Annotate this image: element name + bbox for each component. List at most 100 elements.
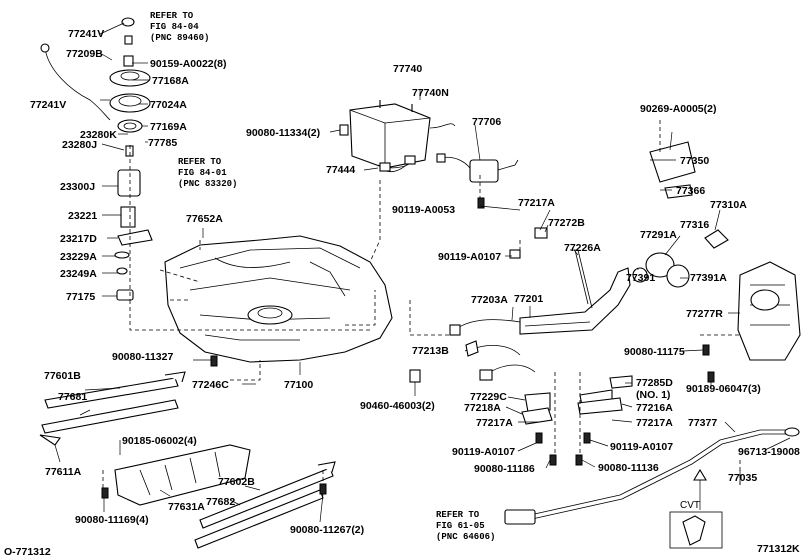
- part-number-labels: 77241V 77209B 90159-A0022(8) 77168A 7724…: [30, 28, 800, 536]
- part-label: 77241V: [68, 28, 104, 40]
- part-label: 77631A: [168, 501, 205, 513]
- part-label: 77217A: [518, 197, 555, 209]
- charcoal-canister-77740: [339, 100, 456, 169]
- refer-note-fig-84-01: REFER TO FIG 84-01 (PNC 83320): [178, 157, 237, 189]
- part-label: 77291A: [640, 229, 677, 241]
- part-label: 90080-11267(2): [290, 524, 364, 536]
- refer-note-3-line1: REFER TO: [436, 510, 480, 520]
- part-label: 96713-19008: [738, 446, 800, 458]
- part-label: 77272B: [548, 217, 585, 229]
- part-label: 90080-11175: [624, 346, 685, 358]
- part-label: 77100: [284, 379, 313, 391]
- brackets: [521, 375, 633, 425]
- part-label: 77226A: [564, 242, 601, 254]
- part-label: 90080-11136: [598, 462, 659, 474]
- part-label: 77229C: [470, 391, 507, 403]
- part-label: 77203A: [471, 294, 508, 306]
- part-label: 77785: [148, 137, 177, 149]
- vapor-hose-77444: [379, 155, 416, 173]
- filler-pipe-77201: [519, 249, 631, 335]
- part-label: 90080-11327: [112, 351, 173, 363]
- drawing-id: 771312K: [757, 543, 800, 555]
- vent-hose-77035: [504, 427, 800, 549]
- part-label: 90119-A0107: [438, 251, 501, 263]
- part-label: 23229A: [60, 251, 97, 263]
- cvt-label: CVT: [680, 500, 700, 511]
- refer-note-fig-61-05: REFER TO FIG 61-05 (PNC 64606): [436, 510, 495, 542]
- part-label: 77168A: [152, 75, 189, 87]
- part-label: 77316: [680, 219, 709, 231]
- refer-note-3-line3: (PNC 64606): [436, 532, 495, 542]
- part-label: 77035: [728, 472, 757, 484]
- part-label: 90189-06047(3): [686, 383, 761, 395]
- part-label: 90159-A0022(8): [150, 58, 226, 70]
- part-label: 77310A: [710, 199, 747, 211]
- part-label: 90119-A0107: [610, 441, 673, 453]
- part-label: 77169A: [150, 121, 187, 133]
- part-label: 23217D: [60, 233, 97, 245]
- part-label: 77740N: [412, 87, 449, 99]
- part-label: 23280J: [62, 139, 97, 151]
- refer-note-1-line3: (PNC 89460): [150, 33, 209, 43]
- part-label: 23300J: [60, 181, 95, 193]
- refer-note-1-line2: FIG 84-04: [150, 22, 199, 32]
- fuel-pump-stack: [40, 17, 153, 301]
- part-label: 77246C: [192, 379, 229, 391]
- fuel-cap-77310A: [632, 229, 729, 288]
- part-label: 23221: [68, 210, 97, 222]
- part-label: 77611A: [45, 466, 82, 478]
- part-label: 90119-A0107: [452, 446, 515, 458]
- part-label: 90080-11334(2): [246, 127, 320, 139]
- part-label: 77444: [326, 164, 355, 176]
- part-label: 77277R: [686, 308, 723, 320]
- part-label: 77377: [688, 417, 717, 429]
- part-label: 77217A: [636, 417, 673, 429]
- part-label: 77218A: [464, 402, 501, 414]
- part-label: 77652A: [186, 213, 223, 225]
- refer-note-1-line1: REFER TO: [150, 11, 194, 21]
- part-label: 90119-A0053: [392, 204, 455, 216]
- part-label: 90460-46003(2): [360, 400, 435, 412]
- part-label: 90185-06002(4): [122, 435, 197, 447]
- part-label: 77350: [680, 155, 709, 167]
- part-label: 77213B: [412, 345, 449, 357]
- part-label: 77706: [472, 116, 501, 128]
- part-label: 77391: [626, 272, 655, 284]
- tank-bands: [39, 371, 336, 549]
- fuel-door-77350: [649, 141, 696, 199]
- part-label: 77391A: [690, 272, 727, 284]
- connector-lines: [102, 120, 741, 488]
- part-label: 77681: [58, 391, 87, 403]
- refer-note-2-line3: (PNC 83320): [178, 179, 237, 189]
- part-label: 77217A: [476, 417, 513, 429]
- part-label: 77740: [393, 63, 422, 75]
- part-label: 23249A: [60, 268, 97, 280]
- leader-lines: [54, 22, 791, 523]
- valve-assembly-77706: [436, 153, 519, 183]
- part-label: (NO. 1): [636, 389, 670, 401]
- part-label: 77602B: [218, 476, 255, 488]
- filler-housing-77277R: [737, 261, 801, 361]
- part-label: 77285D: [636, 377, 673, 389]
- part-label: 77366: [676, 185, 705, 197]
- tank-protector-77631A: [114, 444, 251, 506]
- fuel-tank-77100: [164, 235, 393, 363]
- part-label: 77601B: [44, 370, 81, 382]
- refer-note-2-line2: FIG 84-01: [178, 168, 227, 178]
- part-label: 77024A: [150, 99, 187, 111]
- part-label: 77175: [66, 291, 95, 303]
- refer-note-fig-84-04: REFER TO FIG 84-04 (PNC 89460): [150, 11, 209, 43]
- part-label: 77209B: [66, 48, 103, 60]
- figure-code: O-771312: [4, 546, 51, 558]
- part-label: 23280K: [80, 129, 117, 141]
- part-label: 77682: [206, 496, 235, 508]
- part-label: 90080-11186: [474, 463, 535, 475]
- part-label: 90269-A0005(2): [640, 103, 716, 115]
- refer-note-3-line2: FIG 61-05: [436, 521, 485, 531]
- part-label: 77241V: [30, 99, 66, 111]
- part-label: 77216A: [636, 402, 673, 414]
- refer-note-2-line1: REFER TO: [178, 157, 222, 167]
- part-label: 77201: [514, 293, 543, 305]
